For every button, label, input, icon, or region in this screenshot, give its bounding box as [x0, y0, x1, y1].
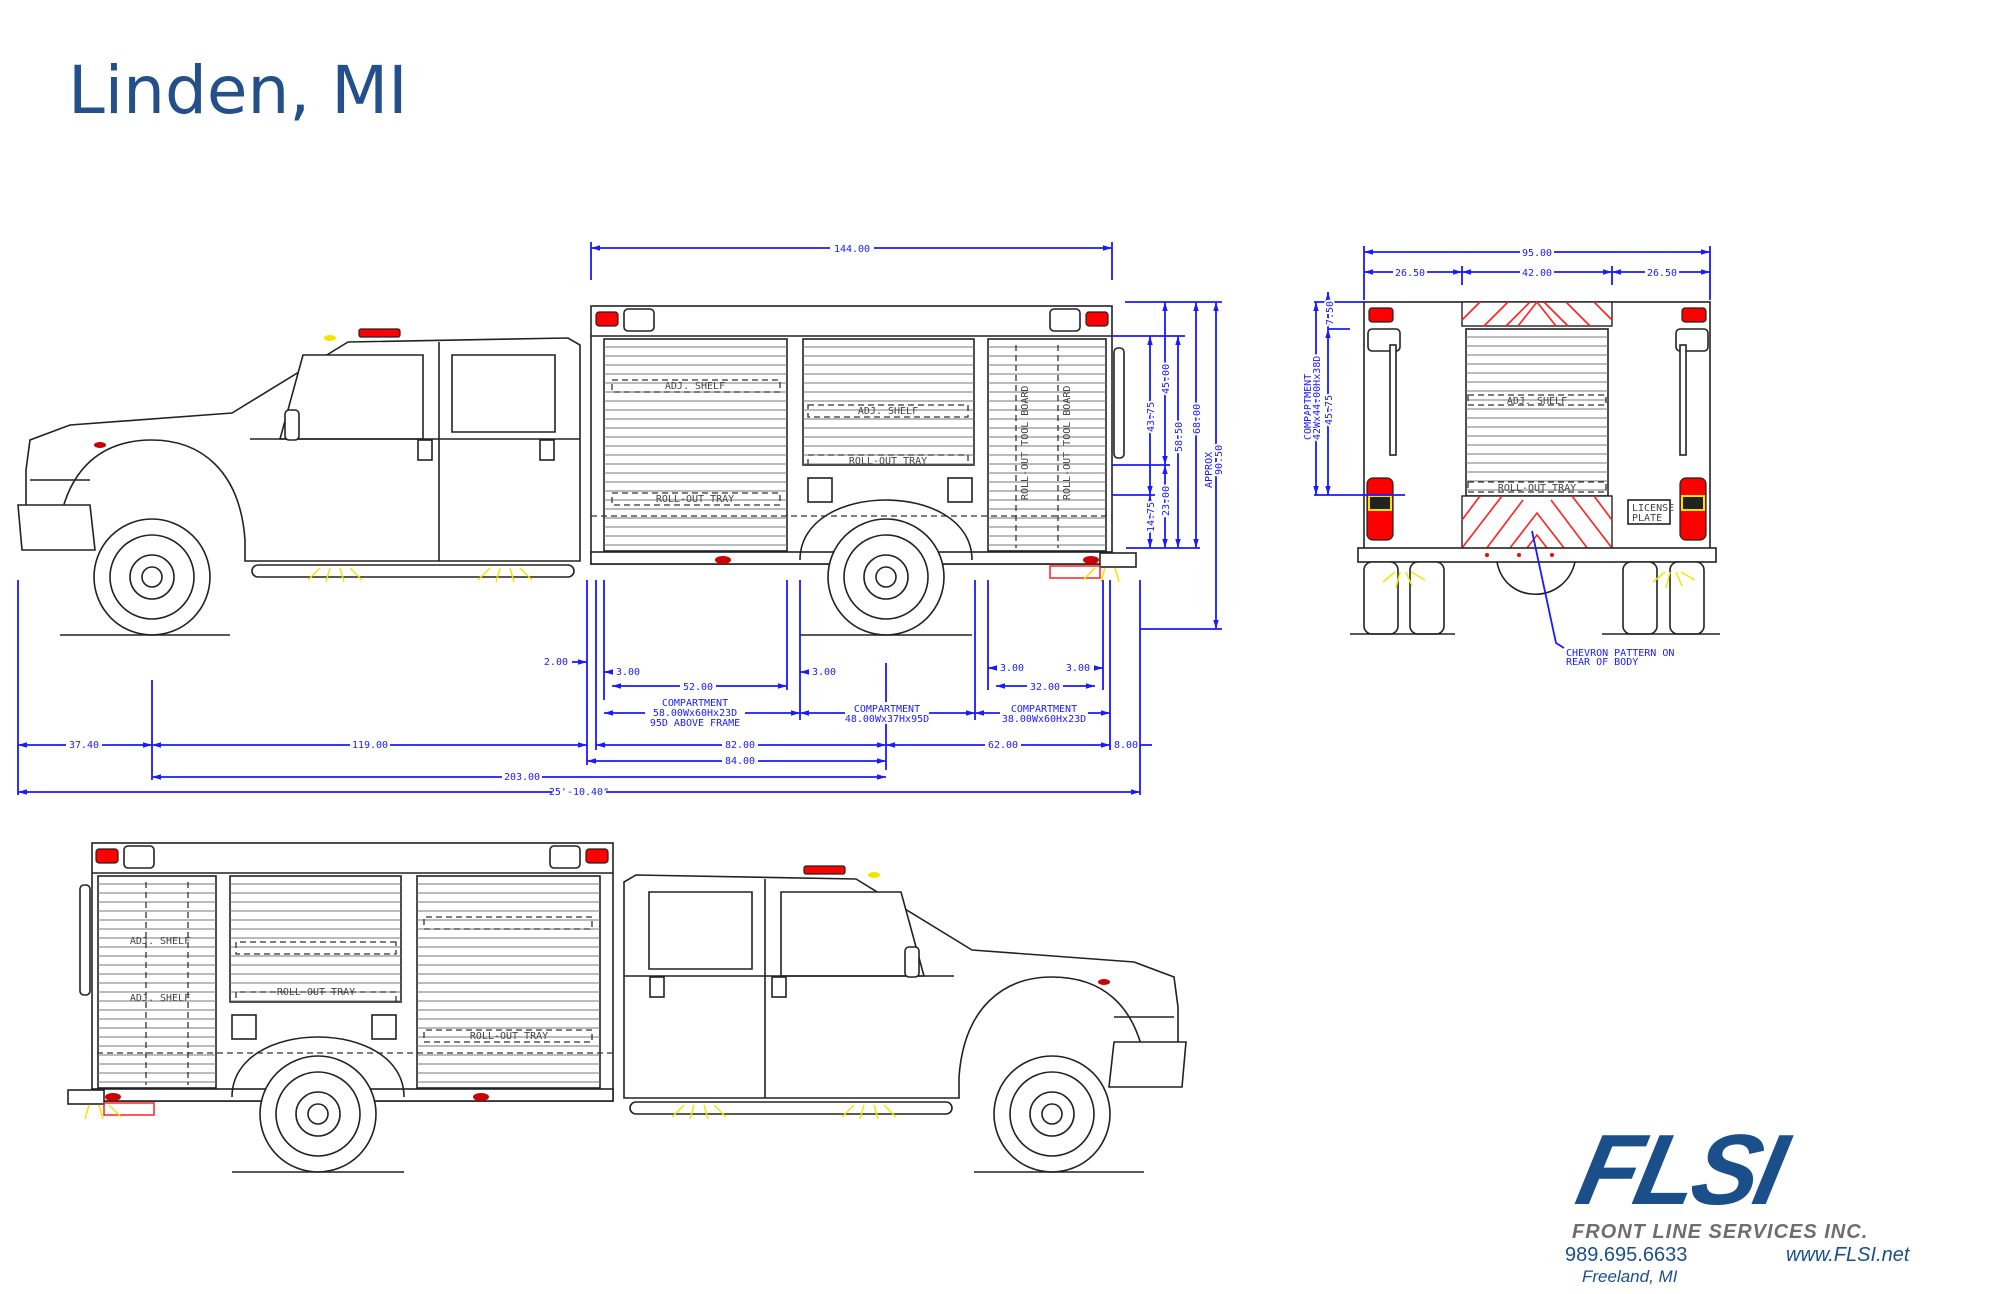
- compartment-1-title: COMPARTMENT: [662, 698, 728, 709]
- dim-62-00: 62.00: [988, 740, 1018, 751]
- license-plate-line2: PLATE: [1632, 513, 1662, 524]
- dim-3-00-d: 3.00: [1066, 663, 1090, 674]
- dim-82-00: 82.00: [725, 740, 755, 751]
- rear-compartment-size: 42Wx44.00Hx38D: [1312, 356, 1323, 440]
- dim-rear-right: 26.50: [1647, 268, 1677, 279]
- compartment-2-label: COMPARTMENT 48.00Wx37Hx95D: [845, 702, 929, 725]
- dim-rear-left: 26.50: [1395, 268, 1425, 279]
- dim-84-00: 84.00: [725, 756, 755, 767]
- dim-3-00-b: 3.00: [812, 667, 836, 678]
- page-title: Linden, MI: [68, 52, 408, 129]
- label-roll-out-tray-4: ROLL-OUT TRAY: [470, 1031, 548, 1042]
- flsi-logo: FLSI FRONT LINE SERVICES INC. 989.695.66…: [1560, 1114, 1960, 1294]
- logo-website: www.FLSI.net: [1786, 1244, 1910, 1266]
- side-dimensions: 144.00 43.75 45.00 58.50 68.00 APPROX 90…: [17, 241, 1227, 798]
- compartment-2-size: 48.00Wx37Hx95D: [845, 714, 929, 725]
- compartment-3-label: COMPARTMENT 38.00Wx60Hx23D: [1000, 702, 1088, 725]
- dim-2-00: 2.00: [544, 657, 568, 668]
- dim-90-50: 90.50: [1214, 445, 1225, 475]
- chevron-note-line2: REAR OF BODY: [1566, 657, 1638, 668]
- compartment-3-size: 38.00Wx60Hx23D: [1002, 714, 1086, 725]
- dim-14-75: 14.75: [1146, 502, 1157, 532]
- logo-phone: 989.695.6633: [1565, 1244, 1688, 1266]
- dim-rear-center: 42.00: [1522, 268, 1552, 279]
- dim-3-00-a: 3.00: [616, 667, 640, 678]
- license-plate-line1: LICENSE: [1632, 503, 1674, 514]
- dim-approx-label: APPROX: [1204, 452, 1215, 488]
- label-adj-shelf: ADJ. SHELF: [665, 381, 725, 392]
- dim-68-00: 68.00: [1192, 404, 1203, 434]
- rear-view: 95.00 26.50 42.00 26.50 ADJ. SHELF ROLL-…: [1301, 246, 1720, 668]
- dim-8-00: 8.00: [1114, 740, 1138, 751]
- dim-rear-width: 95.00: [1522, 248, 1552, 259]
- dim-23-00: 23.00: [1161, 486, 1172, 516]
- dim-3-00-c: 3.00: [1000, 663, 1024, 674]
- dim-rear-45-75: 45.75: [1324, 395, 1335, 425]
- dim-overall-length: 25'-10.40": [549, 787, 609, 798]
- label-roll-out-tray: ROLL-OUT TRAY: [656, 494, 734, 505]
- rear-compartment-label: COMPARTMENT: [1303, 374, 1314, 440]
- dim-119-00: 119.00: [352, 740, 388, 751]
- logo-mark: FLSI: [1568, 1114, 1793, 1226]
- compartment-1-size: 58.00Wx60Hx23D: [653, 708, 737, 719]
- rear-label-adj-shelf: ADJ. SHELF: [1507, 396, 1567, 407]
- side-view-passenger: ADJ. SHELF ADJ. SHELF ROLL-OUT TRAY ROLL…: [67, 842, 1187, 1173]
- dim-43-75: 43.75: [1146, 402, 1157, 432]
- dim-32-00: 32.00: [1030, 682, 1060, 693]
- label-adj-shelf-4: ADJ. SHELF: [130, 993, 190, 1004]
- compartment-1-label: COMPARTMENT 58.00Wx60Hx23D 95D ABOVE FRA…: [645, 697, 745, 729]
- label-tool-board-2: ROLL-OUT TOOL BOARD: [1062, 386, 1073, 500]
- label-roll-out-tray-2: ROLL-OUT TRAY: [849, 456, 927, 467]
- dim-45-00: 45.00: [1161, 364, 1172, 394]
- dim-body-length: 144.00: [834, 244, 870, 255]
- rear-label-roll-out-tray: ROLL-OUT TRAY: [1498, 483, 1576, 494]
- chevron-note-line1: CHEVRON PATTERN ON: [1566, 648, 1674, 659]
- compartment-2-title: COMPARTMENT: [854, 704, 920, 715]
- logo-company-name: FRONT LINE SERVICES INC.: [1572, 1221, 1869, 1243]
- dim-58-50: 58.50: [1174, 422, 1185, 452]
- dim-52-00: 52.00: [683, 682, 713, 693]
- logo-city: Freeland, MI: [1582, 1267, 1678, 1286]
- dim-37-40: 37.40: [69, 740, 99, 751]
- label-adj-shelf-3: ADJ. SHELF: [130, 936, 190, 947]
- compartment-1-note: 95D ABOVE FRAME: [650, 718, 740, 729]
- side-view-driver: ADJ. SHELF ROLL-OUT TRAY ADJ. SHELF ROLL…: [17, 305, 1137, 636]
- label-roll-out-tray-3: ROLL-OUT TRAY: [277, 987, 355, 998]
- compartment-3-title: COMPARTMENT: [1011, 704, 1077, 715]
- label-adj-shelf-2: ADJ. SHELF: [858, 406, 918, 417]
- dim-203-00: 203.00: [504, 772, 540, 783]
- label-tool-board: ROLL-OUT TOOL BOARD: [1020, 386, 1031, 500]
- dim-rear-7-50: 7.50: [1325, 301, 1336, 325]
